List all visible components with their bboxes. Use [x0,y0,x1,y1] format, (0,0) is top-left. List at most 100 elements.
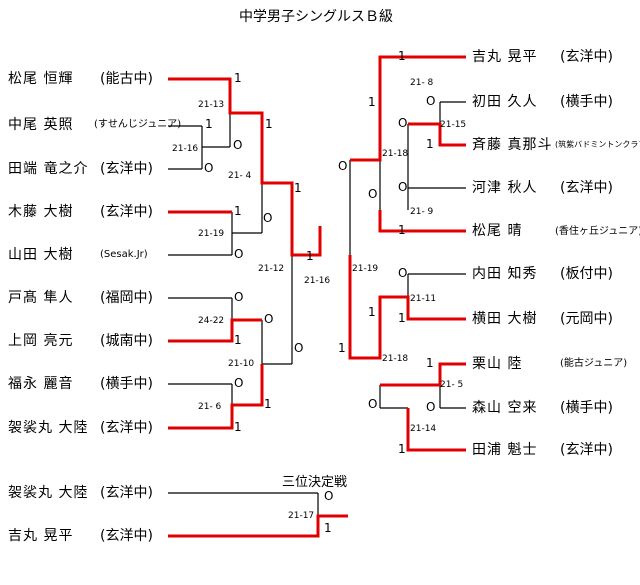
loss-mark: O [426,400,436,414]
right-player-name: 河津 秋人 [472,180,538,196]
win-mark: 1 [338,341,346,355]
loss-mark: O [233,138,243,152]
match-score: 21-19 [352,264,379,274]
left-player-club: (能古中) [100,71,153,87]
match-score: 21-14 [410,424,437,434]
loss-mark: O [338,159,348,173]
win-mark: 1 [234,333,242,347]
loss-mark: O [426,94,436,108]
loss-mark: O [234,376,244,390]
loss-mark: O [398,266,408,280]
third-place-player-club: (玄洋中) [100,528,153,544]
match-score: 21- 6 [198,402,222,412]
match-score: 21-16 [304,276,331,286]
win-mark: 1 [294,181,302,195]
right-player-club: (横手中) [560,94,613,110]
right-player-name: 松尾 晴 [472,223,523,239]
left-player-club: (横手中) [100,376,153,392]
loss-mark: O [368,187,378,201]
loss-mark: O [398,180,408,194]
loss-mark: O [368,397,378,411]
win-mark: 1 [234,204,242,218]
left-player-name: 中尾 英照 [8,117,74,133]
right-player-name: 田浦 魁士 [472,442,538,458]
win-mark: 1 [306,249,314,263]
loss-mark: O [294,341,304,355]
right-player-club: (筑紫バドミントンクラブ) [555,140,640,149]
match-score: 21- 9 [410,207,434,217]
right-winner-lines [348,55,466,452]
left-player-club: (Sesak.Jr) [100,249,148,260]
loss-mark: O [398,116,408,130]
left-player-club: (玄洋中) [100,204,153,220]
right-player-club: (横手中) [560,400,613,416]
win-mark: 1 [324,521,332,535]
left-player-name: 山田 大樹 [8,247,74,263]
third-place-player-club: (玄洋中) [100,485,153,501]
match-score: 21-16 [172,144,199,154]
match-score: 21-12 [258,264,285,274]
left-player-club: (玄洋中) [100,161,153,177]
win-mark: 1 [234,71,242,85]
match-score: 21-18 [382,354,409,364]
third-place-player-name: 袈裟丸 大陸 [8,485,89,501]
left-player-name: 福永 麗音 [8,376,74,392]
match-score: 21-15 [440,120,467,130]
loss-mark: O [264,312,274,326]
win-mark: 1 [368,305,376,319]
left-player-name: 戸髙 隼人 [8,290,74,306]
right-player-name: 初田 久人 [472,94,538,110]
left-player-club: (福岡中) [100,290,153,306]
third-place-title: 三位決定戦 [282,475,348,490]
left-player-name: 袈裟丸 大陸 [8,420,89,436]
right-player-club: (板付中) [560,266,613,282]
loss-mark: O [234,247,244,261]
left-bracket-lines [168,113,293,405]
match-score: 21- 5 [440,380,464,390]
match-score: 21- 8 [410,78,434,88]
left-player-name: 松尾 恒輝 [8,71,74,87]
right-player-club: (元岡中) [560,311,613,327]
loss-mark: O [263,211,273,225]
left-player-club: (玄洋中) [100,420,153,436]
right-player-club: (能古ジュニア) [560,358,628,369]
match-score: 21-17 [288,511,315,521]
right-player-name: 森山 空来 [472,400,538,416]
right-bracket-lines [349,101,466,409]
right-player-name: 斉藤 真那斗 [472,137,553,153]
win-mark: 1 [398,311,406,325]
win-mark: 1 [234,420,242,434]
loss-mark: O [234,290,244,304]
win-mark: 1 [265,117,273,131]
left-player-name: 田端 竜之介 [8,161,89,177]
loss-mark: O [204,161,214,175]
win-mark: 1 [264,397,272,411]
left-winner-lines [168,77,322,430]
match-score: 24-22 [198,316,225,326]
right-player-name: 吉丸 晃平 [472,49,538,65]
match-score: 21-19 [198,229,225,239]
right-player-name: 内田 知秀 [472,266,538,282]
match-score: 21-13 [198,100,225,110]
win-mark: 1 [426,356,434,370]
right-player-name: 栗山 陸 [472,356,523,372]
loss-mark: O [324,489,334,503]
right-player-club: (玄洋中) [560,180,613,196]
left-player-club: (すせんじジュニア) [94,119,182,130]
left-player-name: 上岡 亮元 [8,333,74,349]
win-mark: 1 [398,49,406,63]
left-player-club: (城南中) [100,333,153,349]
third-place-player-name: 吉丸 晃平 [8,528,74,544]
right-player-name: 横田 大樹 [472,311,538,327]
match-score: 21-18 [382,149,409,159]
win-mark: 1 [398,223,406,237]
win-mark: 1 [205,117,213,131]
match-score: 21-10 [228,359,255,369]
match-score: 21- 4 [228,171,252,181]
match-score: 21-11 [410,294,437,304]
page-title: 中学男子シングルスＢ級 [239,9,393,25]
right-player-club: (玄洋中) [560,49,613,65]
right-player-club: (香住ヶ丘ジュニア) [555,226,640,237]
